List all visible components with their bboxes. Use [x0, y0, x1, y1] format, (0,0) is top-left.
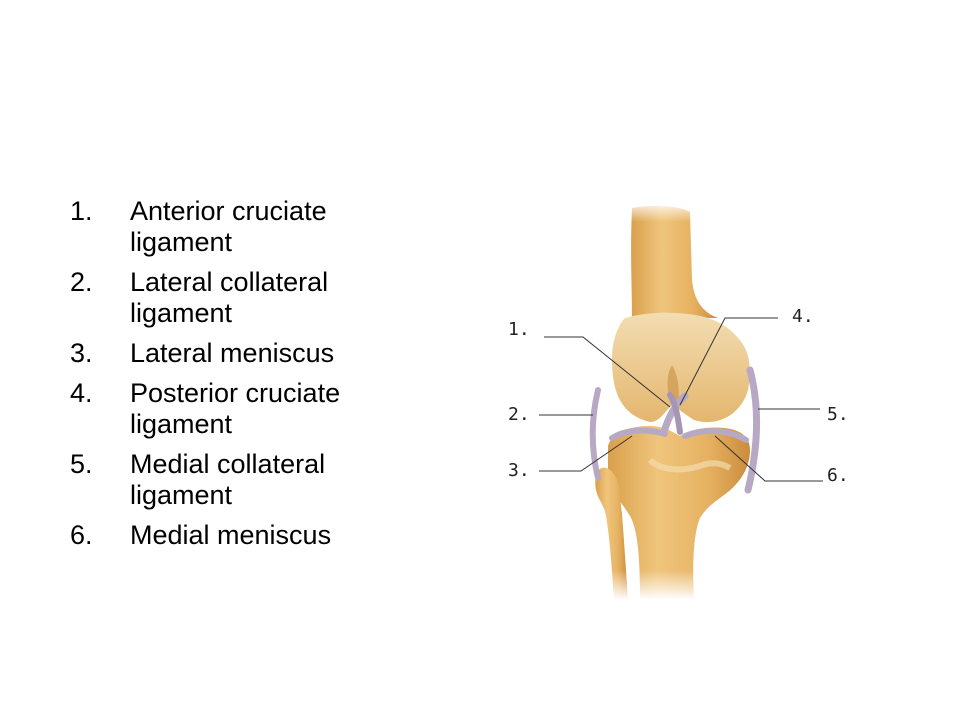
legend-number: 6. — [70, 520, 93, 550]
legend-number: 5. — [70, 449, 93, 479]
legend-label: Lateral meniscus — [130, 338, 335, 368]
legend-item-posterior-cruciate: 4. Posterior cruciate ligament — [70, 378, 400, 440]
fibula — [595, 467, 628, 600]
legend-number: 3. — [70, 338, 93, 368]
legend-label: Lateral collateral ligament — [130, 267, 329, 328]
lateral-collateral-ligament — [589, 387, 601, 481]
legend-label: Anterior cruciate ligament — [130, 196, 327, 257]
legend-label: Medial collateral ligament — [130, 449, 326, 510]
tibia — [608, 426, 750, 600]
leader-line-6 — [714, 435, 823, 482]
legend-number: 2. — [70, 267, 93, 297]
callout-2: 2. — [508, 404, 530, 425]
legend-label: Medial meniscus — [130, 520, 332, 550]
knee-diagram: 1. 2. 3. 4. 5. 6. — [480, 200, 880, 600]
legend-label: Posterior cruciate ligament — [130, 378, 341, 439]
posterior-cruciate-ligament — [667, 392, 683, 435]
leader-line-4 — [679, 317, 778, 406]
legend-item-anterior-cruciate: 1. Anterior cruciate ligament — [70, 196, 400, 258]
legend-item-medial-meniscus: 6. Medial meniscus — [70, 520, 400, 551]
callout-6: 6. — [827, 465, 849, 486]
legend-number: 1. — [70, 196, 93, 226]
leader-lines — [539, 317, 823, 482]
callout-4: 4. — [792, 306, 814, 327]
legend-item-lateral-meniscus: 3. Lateral meniscus — [70, 338, 400, 369]
medial-collateral-ligament — [744, 366, 760, 494]
legend-number: 4. — [70, 378, 93, 408]
anterior-cruciate-ligament — [660, 392, 689, 436]
medial-meniscus — [682, 428, 749, 443]
legend-item-lateral-collateral: 2. Lateral collateral ligament — [70, 267, 400, 329]
legend-list: 1. Anterior cruciate ligament 2. Lateral… — [70, 196, 400, 560]
legend-item-medial-collateral: 5. Medial collateral ligament — [70, 449, 400, 511]
leader-line-1 — [544, 336, 671, 408]
callout-1: 1. — [508, 319, 530, 340]
femur-shaft — [631, 205, 718, 318]
callout-5: 5. — [827, 404, 849, 425]
leader-line-3 — [539, 435, 633, 472]
callout-3: 3. — [508, 460, 530, 481]
tibia-texture — [647, 457, 732, 473]
knee-illustration — [539, 200, 823, 600]
femur-condyles — [612, 312, 750, 423]
lateral-meniscus — [609, 427, 668, 441]
